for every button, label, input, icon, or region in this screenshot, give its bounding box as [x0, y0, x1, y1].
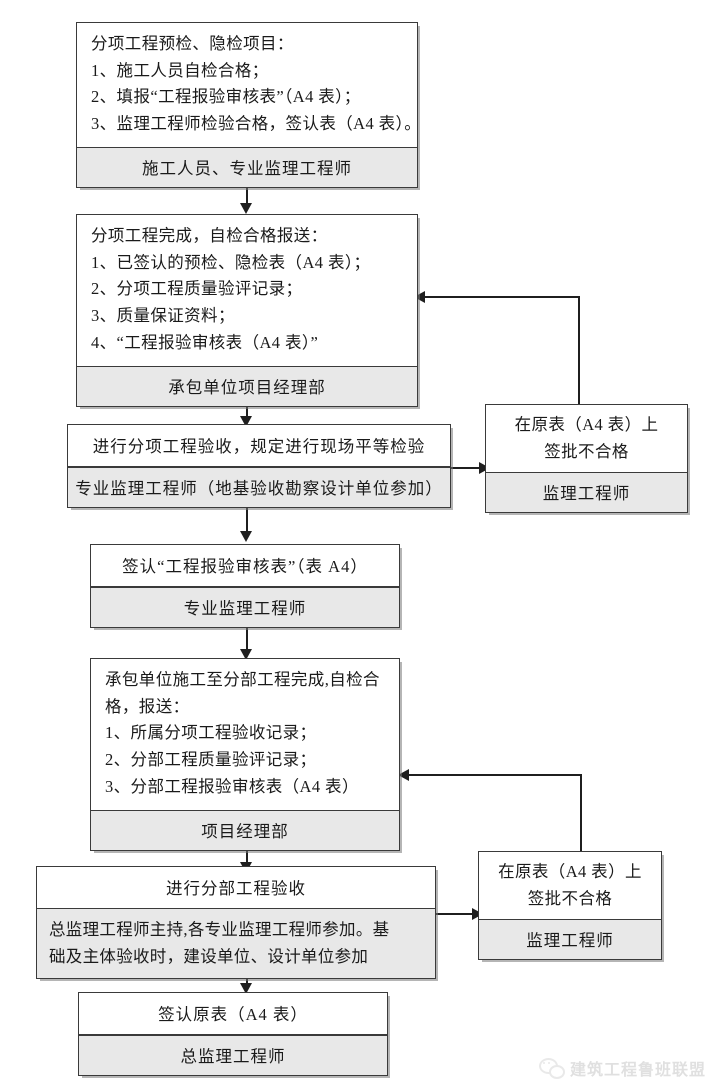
node-subitem-pre-inspection[interactable]: 分项工程预检、隐检项目： 1、施工人员自检合格； 2、填报“工程报验审核表”（A… [76, 22, 422, 188]
body-line: 2、分部工程质量验评记录； [105, 750, 317, 770]
node-role: 监理工程师 [479, 919, 661, 960]
node-sign-review-form[interactable]: 签认“工程报验审核表”（表 A4） 专业监理工程师 [90, 544, 400, 628]
body-line: 2、填报“工程报验审核表”（A4 表）； [91, 87, 361, 107]
connector-n6-n7 [246, 841, 248, 867]
node-subitem-acceptance[interactable]: 进行分项工程验收，规定进行现场平等检验 专业监理工程师（地基验收勘察设计单位参加… [67, 424, 451, 508]
node-header: 签认原表（A4 表） [79, 993, 387, 1035]
connector-n3-n5 [246, 504, 248, 534]
node-subtext: 总监理工程师主持,各专业监理工程师参加。基 础及主体验收时，建设单位、设计单位参… [37, 909, 435, 979]
arrow-head-down [240, 649, 252, 660]
body-line: 签批不合格 [527, 888, 613, 908]
arrow-head-down [240, 203, 252, 214]
node-sign-original-form[interactable]: 签认原表（A4 表） 总监理工程师 [78, 992, 388, 1076]
node-body: 在原表（A4 表）上 签批不合格 [486, 405, 687, 472]
arrow-head-left [414, 291, 425, 303]
node-role: 总监理工程师 [79, 1035, 387, 1075]
wechat-icon [538, 1058, 565, 1079]
node-division-acceptance[interactable]: 进行分部工程验收 总监理工程师主持,各专业监理工程师参加。基 础及主体验收时，建… [36, 866, 436, 980]
node-role: 施工人员、专业监理工程师 [77, 146, 417, 187]
watermark: 建筑工程鲁班联盟 [538, 1056, 706, 1080]
body-line: 分项工程完成，自检合格报送： [91, 226, 328, 245]
body-line: 总监理工程师主持,各专业监理工程师参加。基 [49, 920, 390, 939]
body-line: 4、“工程报验审核表（A4 表）” [91, 332, 319, 352]
connector-n5-n6 [246, 620, 248, 652]
body-line: 在原表（A4 表）上 [498, 862, 642, 881]
node-division-complete-report[interactable]: 承包单位施工至分部工程完成,自检合 格，报送： 1、所属分项工程验收记录； 2、… [90, 658, 400, 851]
node-role: 项目经理部 [91, 809, 399, 850]
body-line: 1、施工人员自检合格； [91, 60, 269, 80]
node-header: 进行分项工程验收，规定进行现场平等检验 [68, 425, 450, 467]
arrow-head-down [240, 531, 252, 542]
arrow-head-left [398, 769, 409, 781]
node-subitem-complete-report[interactable]: 分项工程完成，自检合格报送： 1、已签认的预检、隐检表（A4 表）； 2、分项工… [76, 214, 418, 407]
node-reject-sign-unqualified-2[interactable]: 在原表（A4 表）上 签批不合格 监理工程师 [478, 851, 662, 961]
arrow-head-down [240, 416, 252, 427]
node-role: 专业监理工程师（地基验收勘察设计单位参加） [68, 467, 450, 507]
node-role: 承包单位项目经理部 [77, 365, 417, 406]
body-line: 3、分部工程报验审核表（A4 表） [105, 776, 359, 796]
body-line: 签批不合格 [544, 441, 629, 461]
body-line: 础及主体验收时，建设单位、设计单位参加 [49, 947, 369, 967]
body-line: 在原表（A4 表）上 [514, 415, 659, 434]
connector-n3-n4 [451, 467, 483, 469]
feedback-loop-vertical-lower [580, 775, 582, 867]
node-body: 分项工程预检、隐检项目： 1、施工人员自检合格； 2、填报“工程报验审核表”（A… [77, 23, 422, 147]
arrow-head-down [240, 983, 252, 994]
body-line: 承包单位施工至分部工程完成,自检合 [105, 670, 380, 689]
body-line: 1、已签认的预检、隐检表（A4 表）； [91, 252, 371, 272]
body-line: 分项工程预检、隐检项目： [91, 34, 294, 53]
connector-n1-n2 [246, 178, 248, 206]
body-line: 2、分项工程质量验评记录； [91, 279, 303, 299]
arrow-head-right [472, 908, 483, 920]
watermark-text: 建筑工程鲁班联盟 [569, 1062, 706, 1079]
feedback-loop-vertical-upper [578, 297, 580, 419]
node-role: 专业监理工程师 [91, 587, 399, 627]
node-body: 承包单位施工至分部工程完成,自检合 格，报送： 1、所属分项工程验收记录； 2、… [91, 659, 399, 810]
feedback-loop-horizontal-lower [408, 774, 582, 776]
node-role: 监理工程师 [486, 472, 687, 513]
arrow-head-right [479, 462, 490, 474]
node-reject-sign-unqualified-1[interactable]: 在原表（A4 表）上 签批不合格 监理工程师 [485, 404, 688, 514]
body-line: 1、所属分项工程验收记录； [105, 723, 317, 743]
node-body: 分项工程完成，自检合格报送： 1、已签认的预检、隐检表（A4 表）； 2、分项工… [77, 215, 417, 366]
node-header: 进行分部工程验收 [37, 867, 435, 909]
node-body: 在原表（A4 表）上 签批不合格 [479, 852, 661, 919]
feedback-loop-horizontal-upper [424, 296, 580, 298]
body-line: 3、监理工程师检验合格，签认表（A4 表）。 [91, 114, 422, 134]
connector-n7-n8 [436, 913, 476, 915]
node-header: 签认“工程报验审核表”（表 A4） [91, 545, 399, 587]
body-line: 3、质量保证资料； [91, 306, 235, 326]
body-line: 格，报送： [105, 696, 190, 716]
